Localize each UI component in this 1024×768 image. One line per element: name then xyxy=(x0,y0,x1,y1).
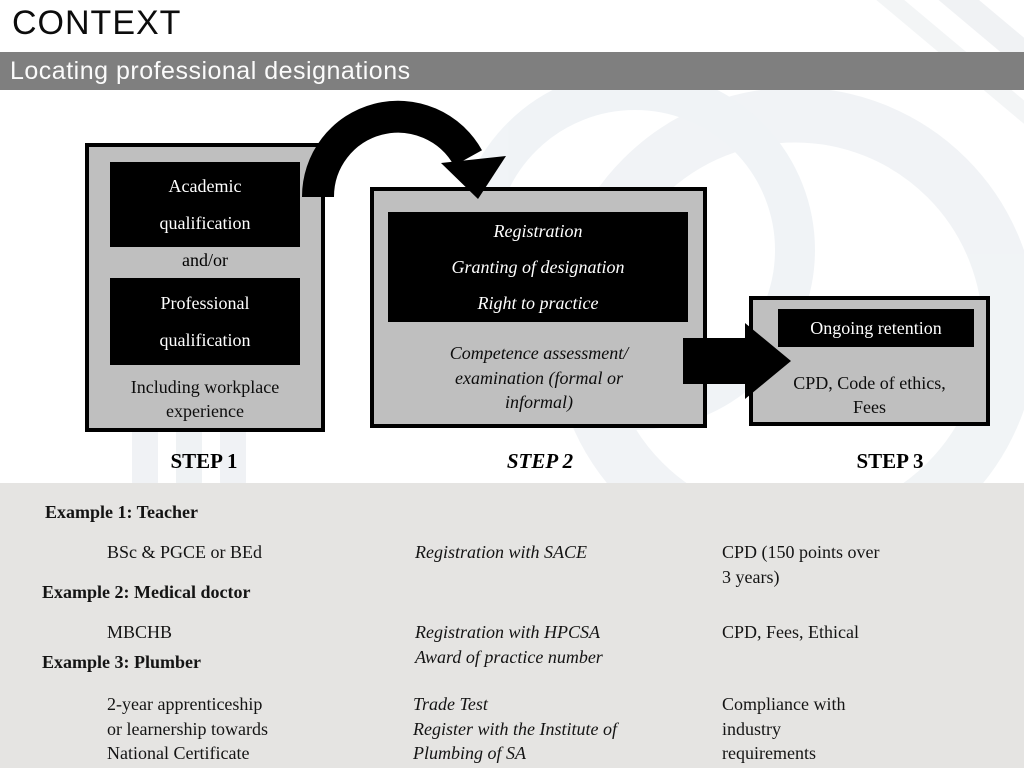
example2-retention: CPD, Fees, Ethical xyxy=(722,622,859,642)
example1-qualification: BSc & PGCE or BEd xyxy=(107,542,263,562)
subtitle-bar: Locating professional designations xyxy=(0,52,1024,90)
example3-retention: Compliance with industry requirements xyxy=(722,692,845,766)
step2-note-line: examination (formal or xyxy=(455,367,623,388)
registration-box: Registration Granting of designation Rig… xyxy=(388,212,688,322)
step3-label: STEP 3 xyxy=(856,449,924,473)
andor-connector-label: and/or xyxy=(182,250,228,270)
example1-registration: Registration with SACE xyxy=(415,542,588,562)
step1-group-box: Academic qualification and/or Profession… xyxy=(85,143,325,432)
step1-note-line: Including workplace xyxy=(130,377,280,397)
step3-note: CPD, Code of ethics, Fees xyxy=(753,371,986,419)
step1-note: Including workplace experience xyxy=(89,375,321,423)
step3-group-box: Ongoing retention CPD, Code of ethics, F… xyxy=(749,296,990,426)
academic-line: Academic xyxy=(168,175,242,196)
example3-registration: Trade Test Register with the Institute o… xyxy=(413,692,617,766)
example3-retention-line: Compliance with xyxy=(722,694,846,714)
example3-registration-line: Plumbing of SA xyxy=(413,743,526,763)
step2-note: Competence assessment/ examination (form… xyxy=(382,341,696,415)
professional-qualification-box: Professional qualification xyxy=(110,278,300,365)
example3-qualification-line: National Certificate xyxy=(107,743,250,763)
examples-panel: Example 1: Teacher BSc & PGCE or BEd Reg… xyxy=(0,483,1024,768)
academic-line: qualification xyxy=(159,212,251,233)
example1-retention: CPD (150 points over 3 years) xyxy=(722,540,880,589)
example3-registration-line: Register with the Institute of xyxy=(413,718,617,739)
professional-line: qualification xyxy=(159,329,251,350)
registration-line: Right to practice xyxy=(477,293,599,313)
example3-registration-line: Trade Test xyxy=(413,694,488,714)
ongoing-retention-box: Ongoing retention xyxy=(778,309,974,347)
example1-heading: Example 1: Teacher xyxy=(45,502,198,522)
example3-qualification-line: 2-year apprenticeship xyxy=(107,694,263,714)
example3-retention-line: industry xyxy=(722,718,782,739)
example1-retention-line: CPD (150 points over xyxy=(722,542,880,562)
registration-line: Registration xyxy=(493,221,583,241)
example3-retention-line: requirements xyxy=(722,743,816,763)
step3-note-line: Fees xyxy=(853,397,886,417)
example2-registration-line: Registration with HPCSA xyxy=(415,622,601,642)
step1-label: STEP 1 xyxy=(170,449,238,473)
example3-qualification-line: or learnership towards xyxy=(107,718,268,739)
example1-retention-line: 3 years) xyxy=(722,566,780,587)
example2-registration-line: Award of practice number xyxy=(415,646,603,667)
example2-heading: Example 2: Medical doctor xyxy=(42,582,251,602)
example2-qualification: MBCHB xyxy=(107,622,173,642)
example3-qualification: 2-year apprenticeship or learnership tow… xyxy=(107,692,268,766)
registration-line: Granting of designation xyxy=(451,257,625,277)
step2-group-box: Registration Granting of designation Rig… xyxy=(370,187,707,428)
slide-title: CONTEXT xyxy=(12,4,182,42)
step2-note-line: informal) xyxy=(504,392,573,412)
professional-line: Professional xyxy=(160,292,250,313)
step2-note-line: Competence assessment/ xyxy=(449,343,629,363)
ongoing-retention-label: Ongoing retention xyxy=(810,318,942,338)
example2-registration: Registration with HPCSA Award of practic… xyxy=(415,620,603,669)
slide-subtitle: Locating professional designations xyxy=(10,57,411,85)
step1-note-line: experience xyxy=(166,401,244,421)
example3-heading: Example 3: Plumber xyxy=(42,652,201,672)
step3-note-line: CPD, Code of ethics, xyxy=(793,373,946,393)
academic-qualification-box: Academic qualification xyxy=(110,162,300,247)
step2-label: STEP 2 xyxy=(506,449,574,473)
